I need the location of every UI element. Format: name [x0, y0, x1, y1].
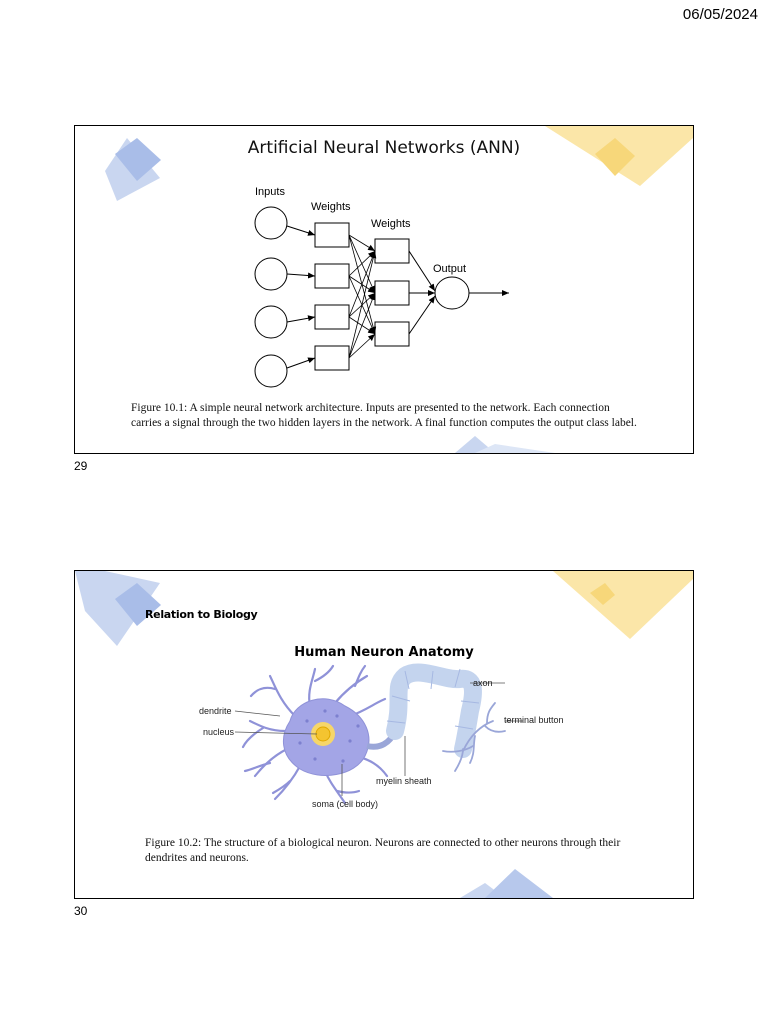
nucleus-label: nucleus — [203, 727, 235, 737]
output-node — [434, 276, 470, 310]
output-connections — [408, 250, 509, 335]
hidden-node — [314, 263, 350, 289]
neuron-labels: dendrite nucleus axon terminal button my… — [199, 678, 564, 809]
neural-network-diagram: Inputs Weights Weights Output — [254, 186, 509, 388]
figure-caption: Figure 10.1: A simple neural network arc… — [131, 402, 637, 429]
input-node — [254, 257, 288, 291]
axon-label: axon — [473, 678, 493, 688]
hidden-node — [374, 321, 410, 347]
hidden-layer-2 — [374, 238, 410, 347]
axon — [386, 663, 482, 758]
slide-decoration — [75, 571, 693, 898]
hidden-node — [374, 280, 410, 306]
weights2-label: Weights — [371, 218, 411, 230]
slide-biology: Relation to Biology Human Neuron Anatomy — [74, 570, 694, 899]
slide-number: 29 — [74, 459, 88, 473]
input-node — [254, 206, 288, 240]
section-heading: Relation to Biology — [145, 608, 258, 621]
myelin-sheath-label: myelin sheath — [376, 776, 432, 786]
hidden-layer-1 — [314, 222, 350, 371]
inputs-label: Inputs — [255, 186, 285, 198]
input-node — [254, 354, 288, 388]
hidden-node — [314, 345, 350, 371]
input-connections — [286, 225, 316, 369]
hidden-node — [314, 222, 350, 248]
axon-terminals — [442, 702, 506, 772]
slide-ann: Artificial Neural Networks (ANN) Inputs … — [74, 125, 694, 454]
neuron-diagram: dendrite nucleus axon terminal button my… — [199, 663, 564, 809]
slide-title: Human Neuron Anatomy — [294, 645, 474, 660]
page-date: 06/05/2024 — [682, 6, 758, 23]
dendrite-label: dendrite — [199, 706, 232, 716]
input-nodes — [254, 206, 288, 388]
weights1-label: Weights — [311, 201, 351, 213]
soma-label: soma (cell body) — [312, 799, 378, 809]
soma-dots — [298, 709, 360, 763]
nucleus — [315, 726, 331, 742]
hidden-node — [374, 238, 410, 264]
slide-title: Artificial Neural Networks (ANN) — [247, 138, 521, 158]
output-label: Output — [433, 263, 466, 275]
hidden-node — [314, 304, 350, 330]
figure-caption: Figure 10.2: The structure of a biologic… — [145, 837, 621, 864]
myelin-segments — [386, 668, 480, 730]
input-node — [254, 305, 288, 339]
terminal-button-label: terminal button — [504, 715, 564, 725]
leader-lines — [234, 682, 523, 796]
slide-decoration — [105, 126, 693, 453]
slide-number: 30 — [74, 904, 88, 918]
hidden-connections — [348, 234, 377, 359]
